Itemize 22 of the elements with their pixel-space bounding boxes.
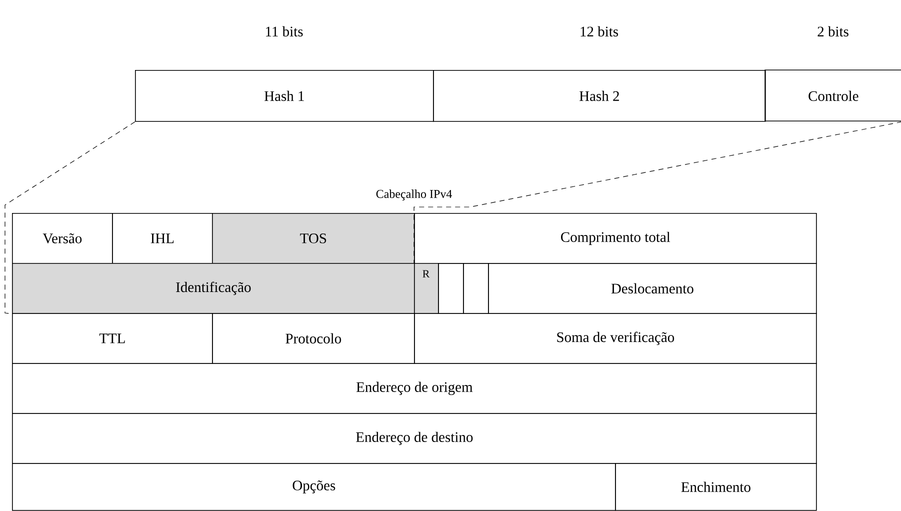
bit-width-label: 12 bits	[580, 26, 618, 36]
field-cell: R	[414, 263, 439, 314]
field-cell: Hash 1	[135, 70, 434, 122]
field-cell: TOS	[212, 213, 415, 264]
field-cell: Opções	[12, 463, 616, 511]
field-cell: Controle	[764, 70, 901, 122]
bit-width-label: 2 bits	[818, 26, 848, 36]
table-caption: Cabeçalho IPv4	[376, 190, 452, 200]
field-cell: Deslocamento	[488, 263, 817, 314]
empty-cell	[438, 263, 464, 314]
field-cell: Soma de verificação	[414, 313, 817, 364]
field-cell: Endereço de destino	[12, 413, 817, 464]
field-cell: Protocolo	[212, 313, 415, 364]
projection-line	[4, 122, 136, 314]
field-cell: TTL	[12, 313, 213, 364]
field-cell: Comprimento total	[414, 213, 817, 264]
field-cell: Hash 2	[433, 70, 766, 122]
field-cell: Endereço de origem	[12, 363, 817, 414]
bit-width-label: 11 bits	[266, 26, 303, 36]
empty-cell	[463, 263, 489, 314]
field-cell: Enchimento	[615, 463, 817, 511]
projection-line	[414, 122, 901, 264]
